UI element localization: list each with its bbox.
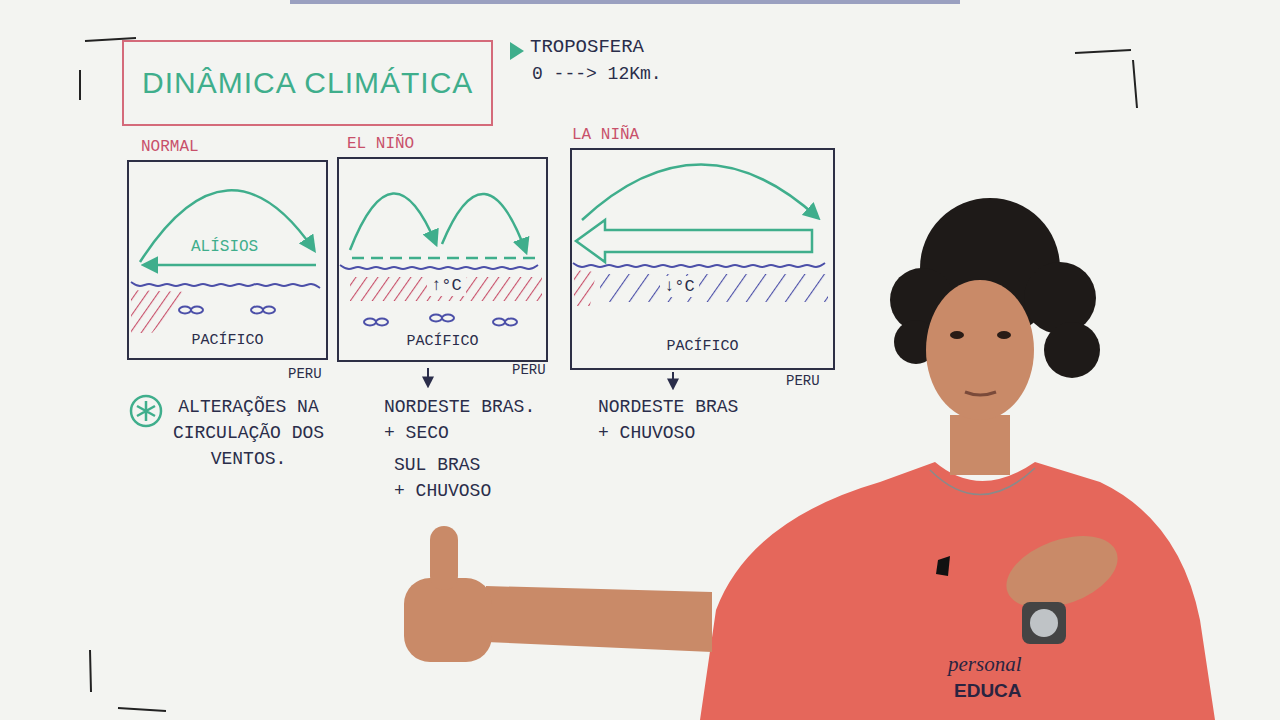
- watch-face: [1030, 609, 1058, 637]
- infinity-symbol: [179, 307, 275, 314]
- loop: [251, 307, 263, 314]
- eye: [997, 331, 1011, 339]
- loop: [442, 315, 454, 322]
- hair: [1044, 322, 1100, 378]
- asterisk: [137, 401, 155, 421]
- climate-panel: EL NIÑO↑°CPACÍFICO: [337, 157, 548, 362]
- note: ALTERAÇÕES NA CIRCULAÇÃO DOS VENTOS.: [166, 394, 331, 472]
- air-circulation-arrow: [350, 193, 436, 250]
- panel-text: ↓°C: [660, 276, 699, 297]
- loop: [493, 319, 505, 326]
- climate-panel: LA NIÑA↓°CPACÍFICO: [570, 148, 835, 370]
- place-name: PERU: [786, 373, 820, 390]
- effect-note: SUL BRAS + CHUVOSO: [394, 452, 496, 504]
- bullet-circle: [131, 396, 161, 426]
- infinity-symbol: [364, 315, 517, 326]
- down-arrow: [427, 368, 429, 386]
- layer-name: TROPOSFERA: [530, 36, 644, 59]
- bullet-triangle: [510, 42, 524, 60]
- watch: [1022, 602, 1066, 644]
- effect-note: NORDESTE BRAS. + SECO: [384, 394, 544, 446]
- sea-surface-wave: [340, 265, 538, 269]
- face: [926, 280, 1034, 420]
- panel-heading: EL NIÑO: [347, 135, 414, 153]
- effect-note: NORDESTE BRAS + CHUVOSO: [598, 394, 748, 446]
- loop: [191, 307, 203, 314]
- altitude-range: 0 ---> 12Km.: [532, 64, 662, 86]
- panel-heading: NORMAL: [141, 138, 199, 156]
- loop: [364, 319, 376, 326]
- panel-text: PACÍFICO: [406, 333, 478, 350]
- sea-surface-wave: [573, 263, 825, 267]
- place-name: PERU: [512, 362, 546, 379]
- loop: [376, 319, 388, 326]
- mouth: [965, 392, 996, 395]
- title: DINÂMICA CLIMÁTICA: [122, 40, 493, 126]
- loop: [179, 307, 191, 314]
- eye: [950, 331, 964, 339]
- air-circulation-arrow: [582, 164, 818, 220]
- loop: [263, 307, 275, 314]
- necklace: [930, 468, 1035, 495]
- board-frame: [290, 0, 960, 4]
- presenter: [404, 198, 1215, 720]
- trade-wind-arrow: [144, 264, 316, 267]
- warm-water-hatch: [574, 270, 596, 306]
- panel-text: ↑°C: [427, 275, 466, 296]
- weak-trade-wind: [352, 257, 536, 260]
- loop: [430, 315, 442, 322]
- cold-water-hatch: [600, 274, 828, 302]
- sea-surface-wave: [131, 282, 320, 288]
- hand: [404, 578, 492, 662]
- arm: [486, 586, 712, 652]
- neck: [950, 415, 1010, 475]
- panel-heading: LA NIÑA: [572, 126, 639, 144]
- loop: [505, 319, 517, 326]
- air-circulation-arrow: [442, 194, 526, 252]
- hair: [1024, 262, 1096, 334]
- shirt: [700, 462, 1215, 720]
- down-arrow: [672, 372, 674, 388]
- shirt-logo: EDUCA: [954, 680, 1022, 703]
- thumb: [430, 526, 458, 590]
- warm-water-hatch: [131, 290, 190, 333]
- climate-panel: NORMALALÍSIOSPACÍFICO: [127, 160, 328, 360]
- air-circulation-arrow: [140, 190, 314, 262]
- panel-text: PACÍFICO: [191, 332, 263, 349]
- microphone: [936, 556, 950, 576]
- panel-text: PACÍFICO: [666, 338, 738, 355]
- panel-text: ALÍSIOS: [191, 238, 258, 256]
- place-name: PERU: [288, 366, 322, 383]
- strong-trade-wind-arrow: [576, 220, 812, 262]
- shirt-logo: personal: [948, 652, 1022, 677]
